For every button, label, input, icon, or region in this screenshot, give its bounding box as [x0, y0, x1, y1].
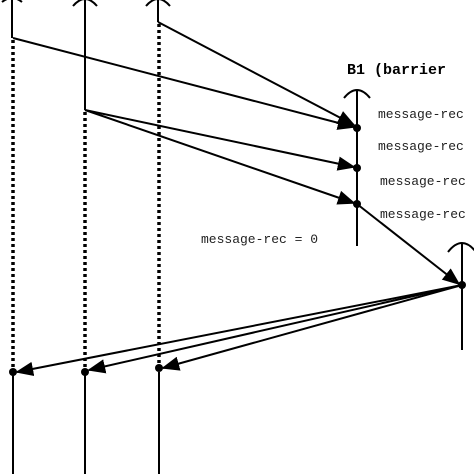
- release-messages: [9, 284, 463, 376]
- message-arrow-4: [84, 109, 356, 205]
- barrier-title: B1 (barrier: [347, 62, 446, 79]
- message-arrow-1: [12, 37, 356, 130]
- message-rec-label-4: message-rec: [380, 207, 466, 222]
- messages-to-barrier: [12, 21, 461, 286]
- message-arrow-2: [84, 109, 356, 171]
- lifeline-4: [447, 242, 474, 350]
- release-arrow-3: [161, 284, 463, 371]
- release-event-2: [81, 368, 89, 376]
- message-arrow-3: [157, 21, 356, 126]
- message-rec-label-1: message-rec: [378, 107, 464, 122]
- barrier-event-2: [353, 164, 361, 172]
- barrier-to-coordinator-arrow: [356, 203, 461, 286]
- message-rec-label-2: message-rec: [378, 139, 464, 154]
- release-event-3: [155, 364, 163, 372]
- message-rec-label-3: message-rec: [380, 174, 466, 189]
- barrier-b1: B1 (barrier message-rec message-rec mess…: [201, 62, 466, 247]
- lifeline-1-head: [1, 0, 23, 3]
- lifeline-2-head: [72, 0, 98, 7]
- release-arrow-2: [87, 284, 463, 374]
- lifeline-1: [1, 0, 23, 474]
- release-arrow-1: [15, 284, 463, 376]
- release-event-1: [9, 368, 17, 376]
- lifeline-2: [72, 0, 98, 474]
- lifeline-3: [145, 0, 171, 474]
- barrier-event-1: [353, 124, 361, 132]
- lifeline-3-head: [145, 0, 171, 7]
- message-rec-zero-label: message-rec = 0: [201, 232, 318, 247]
